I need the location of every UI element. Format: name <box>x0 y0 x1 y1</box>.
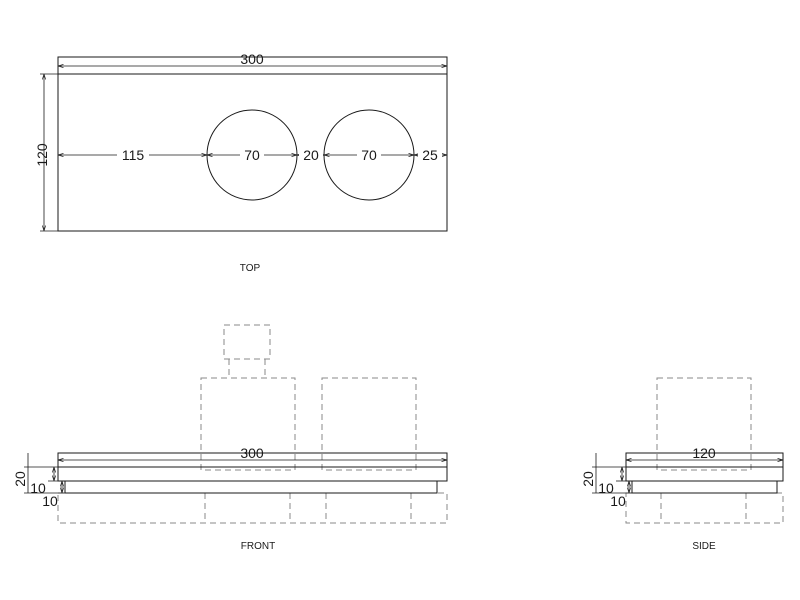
side-slab-underside <box>631 480 778 494</box>
top-dim-offset-left-text: 115 <box>122 147 145 163</box>
top-dim-overall-depth-text: 120 <box>34 143 50 167</box>
side-view: 120 20 10 10 SIDE <box>580 377 784 552</box>
front-dim-overall-width: 300 <box>58 445 447 461</box>
top-dim-overall-width-text: 300 <box>240 51 264 67</box>
front-view-label: FRONT <box>241 541 275 552</box>
front-hidden-basin-left <box>200 377 296 471</box>
side-hidden-outlines <box>625 377 784 524</box>
top-dim-hole-left-text: 70 <box>244 147 260 163</box>
side-dim-height-lower-text: 10 <box>610 493 626 509</box>
front-hidden-base <box>57 492 448 524</box>
front-dim-height-total-text: 20 <box>12 471 28 487</box>
front-dim-height-lower-text: 10 <box>42 493 58 509</box>
top-dim-hole-gap-text: 20 <box>303 147 319 163</box>
top-view: 300 120 115 70 20 70 25 TO <box>34 51 448 274</box>
side-dim-heights: 20 10 10 <box>580 453 632 509</box>
front-slab-underside <box>64 480 438 494</box>
side-hidden-base <box>625 492 784 524</box>
side-dim-height-total-text: 20 <box>580 471 596 487</box>
front-dim-height-upper-text: 10 <box>30 480 46 496</box>
side-dim-height-upper-text: 10 <box>598 480 614 496</box>
top-view-label: TOP <box>240 263 261 274</box>
top-dim-offset-right-text: 25 <box>422 147 438 163</box>
top-dim-overall-depth: 120 <box>34 73 58 232</box>
top-dim-hole-right-text: 70 <box>361 147 377 163</box>
side-hidden-basin <box>656 377 752 471</box>
top-dim-chain: 115 70 20 70 25 <box>58 146 447 164</box>
front-dim-heights: 20 10 10 <box>12 453 65 509</box>
top-view-outline <box>57 56 448 232</box>
side-view-label: SIDE <box>692 541 716 552</box>
side-dim-overall-depth: 120 <box>626 445 783 461</box>
front-hidden-handle <box>223 324 271 360</box>
side-dim-overall-depth-text: 120 <box>692 445 716 461</box>
front-view: 300 20 10 10 FRONT <box>12 324 448 552</box>
top-dim-overall-width: 300 <box>58 51 447 67</box>
front-hidden-basin-right <box>321 377 417 471</box>
front-dim-overall-width-text: 300 <box>240 445 264 461</box>
